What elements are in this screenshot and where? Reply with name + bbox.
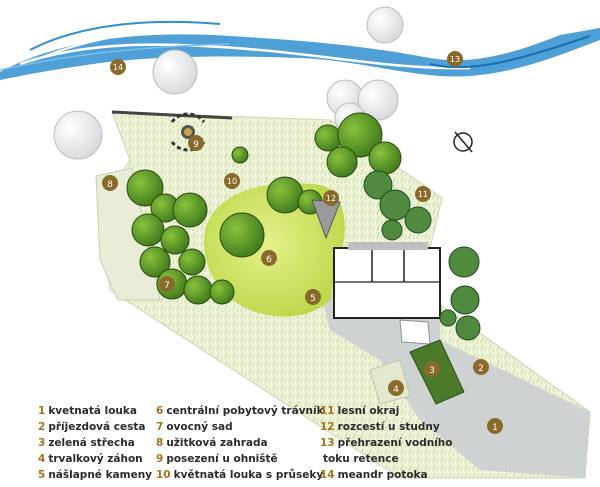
marker-2-label: 2: [478, 364, 484, 374]
marker-14-label: 14: [113, 63, 123, 72]
markers: 1 2 3 4 5 6 7 8 9 10 11 12 13 14: [102, 51, 503, 434]
marker-7: 7: [159, 276, 175, 292]
woodland-edge-trees: [363, 170, 481, 341]
marker-9-label: 9: [193, 140, 199, 150]
marker-8-label: 8: [107, 180, 113, 190]
marker-1-label: 1: [492, 423, 498, 433]
fire-pit-seating: [170, 112, 206, 152]
marker-5: 5: [305, 289, 321, 305]
orchard-trees: [126, 112, 402, 305]
marker-6: 6: [261, 250, 277, 266]
marker-2: 2: [473, 359, 489, 375]
marker-10-label: 10: [227, 177, 237, 186]
marker-7-label: 7: [164, 281, 170, 291]
marker-9: 9: [188, 135, 204, 151]
marker-14: 14: [110, 59, 126, 75]
marker-4: 4: [388, 380, 404, 396]
stream: [0, 20, 600, 80]
marker-13: 13: [447, 51, 463, 67]
marker-12: 12: [323, 190, 339, 206]
marker-3: 3: [424, 361, 440, 377]
marker-4-label: 4: [393, 385, 399, 395]
marker-11-label: 11: [418, 190, 428, 199]
marker-1: 1: [487, 418, 503, 434]
marker-3-label: 3: [429, 366, 435, 376]
house: [333, 242, 441, 319]
marker-11: 11: [415, 186, 431, 202]
marker-6-label: 6: [266, 255, 272, 265]
north-arrow-icon: [453, 131, 473, 153]
marker-13-label: 13: [450, 55, 460, 64]
marker-10: 10: [224, 173, 240, 189]
marker-12-label: 12: [326, 194, 336, 203]
marker-5-label: 5: [310, 294, 316, 304]
marker-8: 8: [102, 175, 118, 191]
